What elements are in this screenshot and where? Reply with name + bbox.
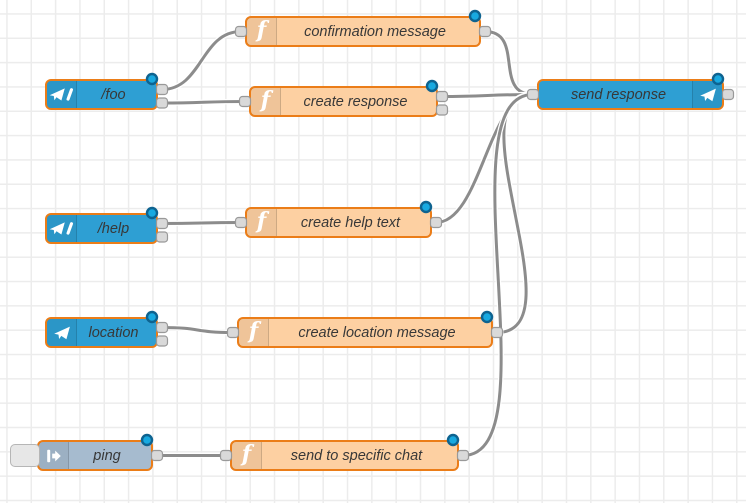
node-location[interactable]: location	[45, 317, 158, 348]
create_location-icon-region: f	[239, 319, 269, 346]
ping-inject-button[interactable]	[10, 444, 40, 467]
node-confirmation[interactable]: f confirmation message	[245, 16, 481, 47]
confirmation-icon-region: f	[247, 18, 277, 45]
create_help-icon-region: f	[247, 209, 277, 236]
node-send_chat[interactable]: f send to specific chat	[230, 440, 459, 471]
function-icon: f	[241, 441, 252, 467]
telegram-icon	[699, 88, 716, 101]
create_response-label: create response	[303, 93, 408, 110]
create_help-label: create help text	[300, 214, 401, 231]
confirmation-label: confirmation message	[304, 23, 446, 40]
foo-label: /foo	[101, 86, 126, 103]
node-ping[interactable]: ping	[37, 440, 153, 471]
foo-icon-region	[47, 81, 77, 108]
node-create_response[interactable]: f create response	[249, 86, 438, 117]
create_response-icon-region: f	[251, 88, 281, 115]
function-icon: f	[256, 208, 267, 234]
ping-label: ping	[93, 447, 121, 464]
node-send_response[interactable]: send response	[537, 79, 724, 110]
send_response-icon-region	[692, 81, 722, 108]
node-foo[interactable]: /foo	[45, 79, 158, 110]
telegram-icon	[53, 326, 70, 339]
telegram-command-icon	[49, 222, 74, 235]
wire-send_chat-to-send_response[interactable]	[461, 93, 535, 457]
telegram-command-icon	[49, 88, 74, 101]
location-icon-region	[47, 319, 77, 346]
wire-location-to-create_location[interactable]	[160, 326, 235, 334]
wire-help-to-create_help[interactable]	[160, 221, 243, 225]
help-label: /help	[97, 220, 130, 237]
function-icon: f	[248, 318, 259, 344]
ping-icon-region	[39, 442, 69, 469]
node-help[interactable]: /help	[45, 213, 158, 244]
send_chat-label: send to specific chat	[290, 447, 423, 464]
node-create_help[interactable]: f create help text	[245, 207, 432, 238]
help-icon-region	[47, 215, 77, 242]
function-icon: f	[256, 17, 267, 43]
location-label: location	[88, 324, 139, 341]
create_location-label: create location message	[298, 324, 456, 341]
node-create_location[interactable]: f create location message	[237, 317, 493, 348]
function-icon: f	[260, 87, 271, 113]
wire-foo-to-confirmation[interactable]	[160, 30, 243, 91]
send_response-label: send response	[570, 86, 667, 103]
wire-foo-to-create_response[interactable]	[160, 100, 247, 105]
send_chat-icon-region: f	[232, 442, 262, 469]
inject-icon	[46, 449, 61, 462]
